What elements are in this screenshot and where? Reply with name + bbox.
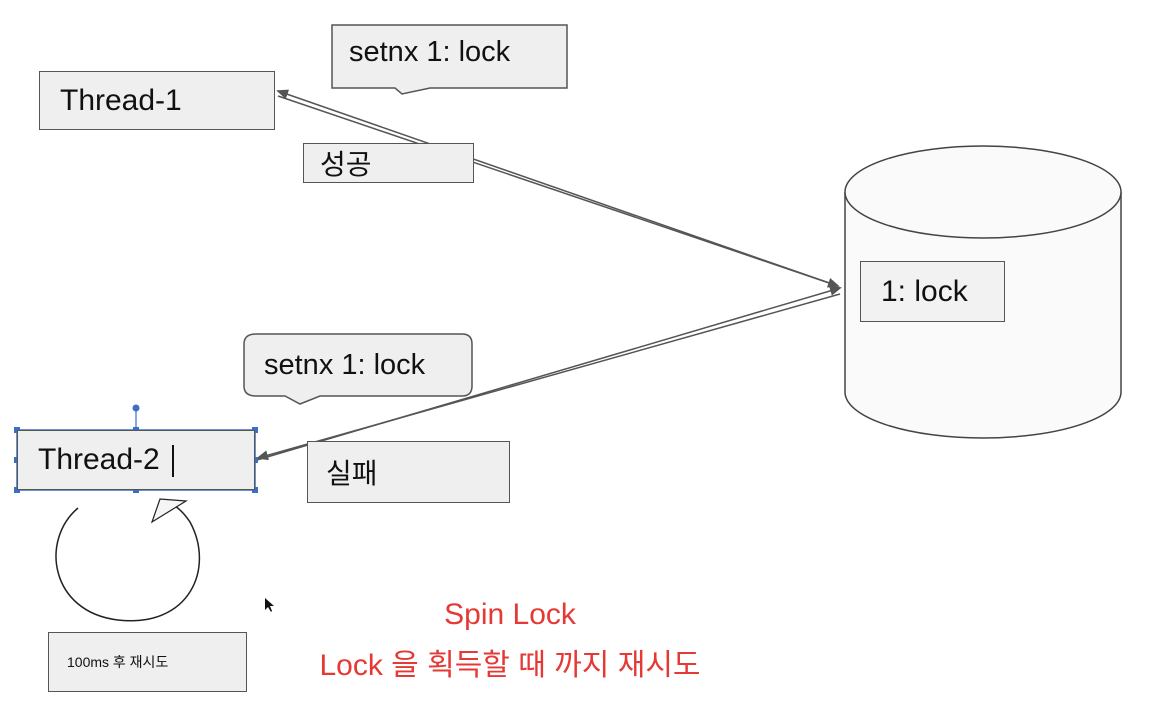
request1-label: setnx 1: lock — [349, 36, 511, 68]
success-label: 성공 — [320, 149, 372, 180]
thread2-box[interactable]: Thread-2 — [17, 430, 255, 490]
caption-description: Lock 을 획득할 때 까지 재시도 — [319, 649, 701, 682]
request2-label: setnx 1: lock — [264, 349, 426, 381]
text-caret — [172, 445, 174, 477]
caption-title: Spin Lock — [444, 598, 576, 631]
mouse-cursor-icon — [265, 598, 274, 612]
thread1-box[interactable]: Thread-1 — [39, 71, 275, 130]
db-entry-label: 1: lock — [881, 274, 968, 308]
request1-bubble — [331, 24, 568, 95]
thread1-label: Thread-1 — [60, 83, 182, 117]
retry-note-label: 100ms 후 재시도 — [67, 654, 169, 670]
request2-bubble — [243, 333, 473, 405]
retry-note-box[interactable]: 100ms 후 재시도 — [48, 632, 247, 692]
failure-label: 실패 — [326, 458, 378, 489]
success-box[interactable]: 성공 — [303, 143, 474, 183]
db-entry-box[interactable]: 1: lock — [860, 261, 1005, 322]
thread2-arrows — [256, 286, 842, 461]
failure-box[interactable]: 실패 — [307, 441, 510, 503]
retry-loop-arrow — [55, 498, 201, 622]
thread1-arrows — [276, 89, 840, 288]
thread2-label[interactable]: Thread-2 — [38, 443, 160, 476]
